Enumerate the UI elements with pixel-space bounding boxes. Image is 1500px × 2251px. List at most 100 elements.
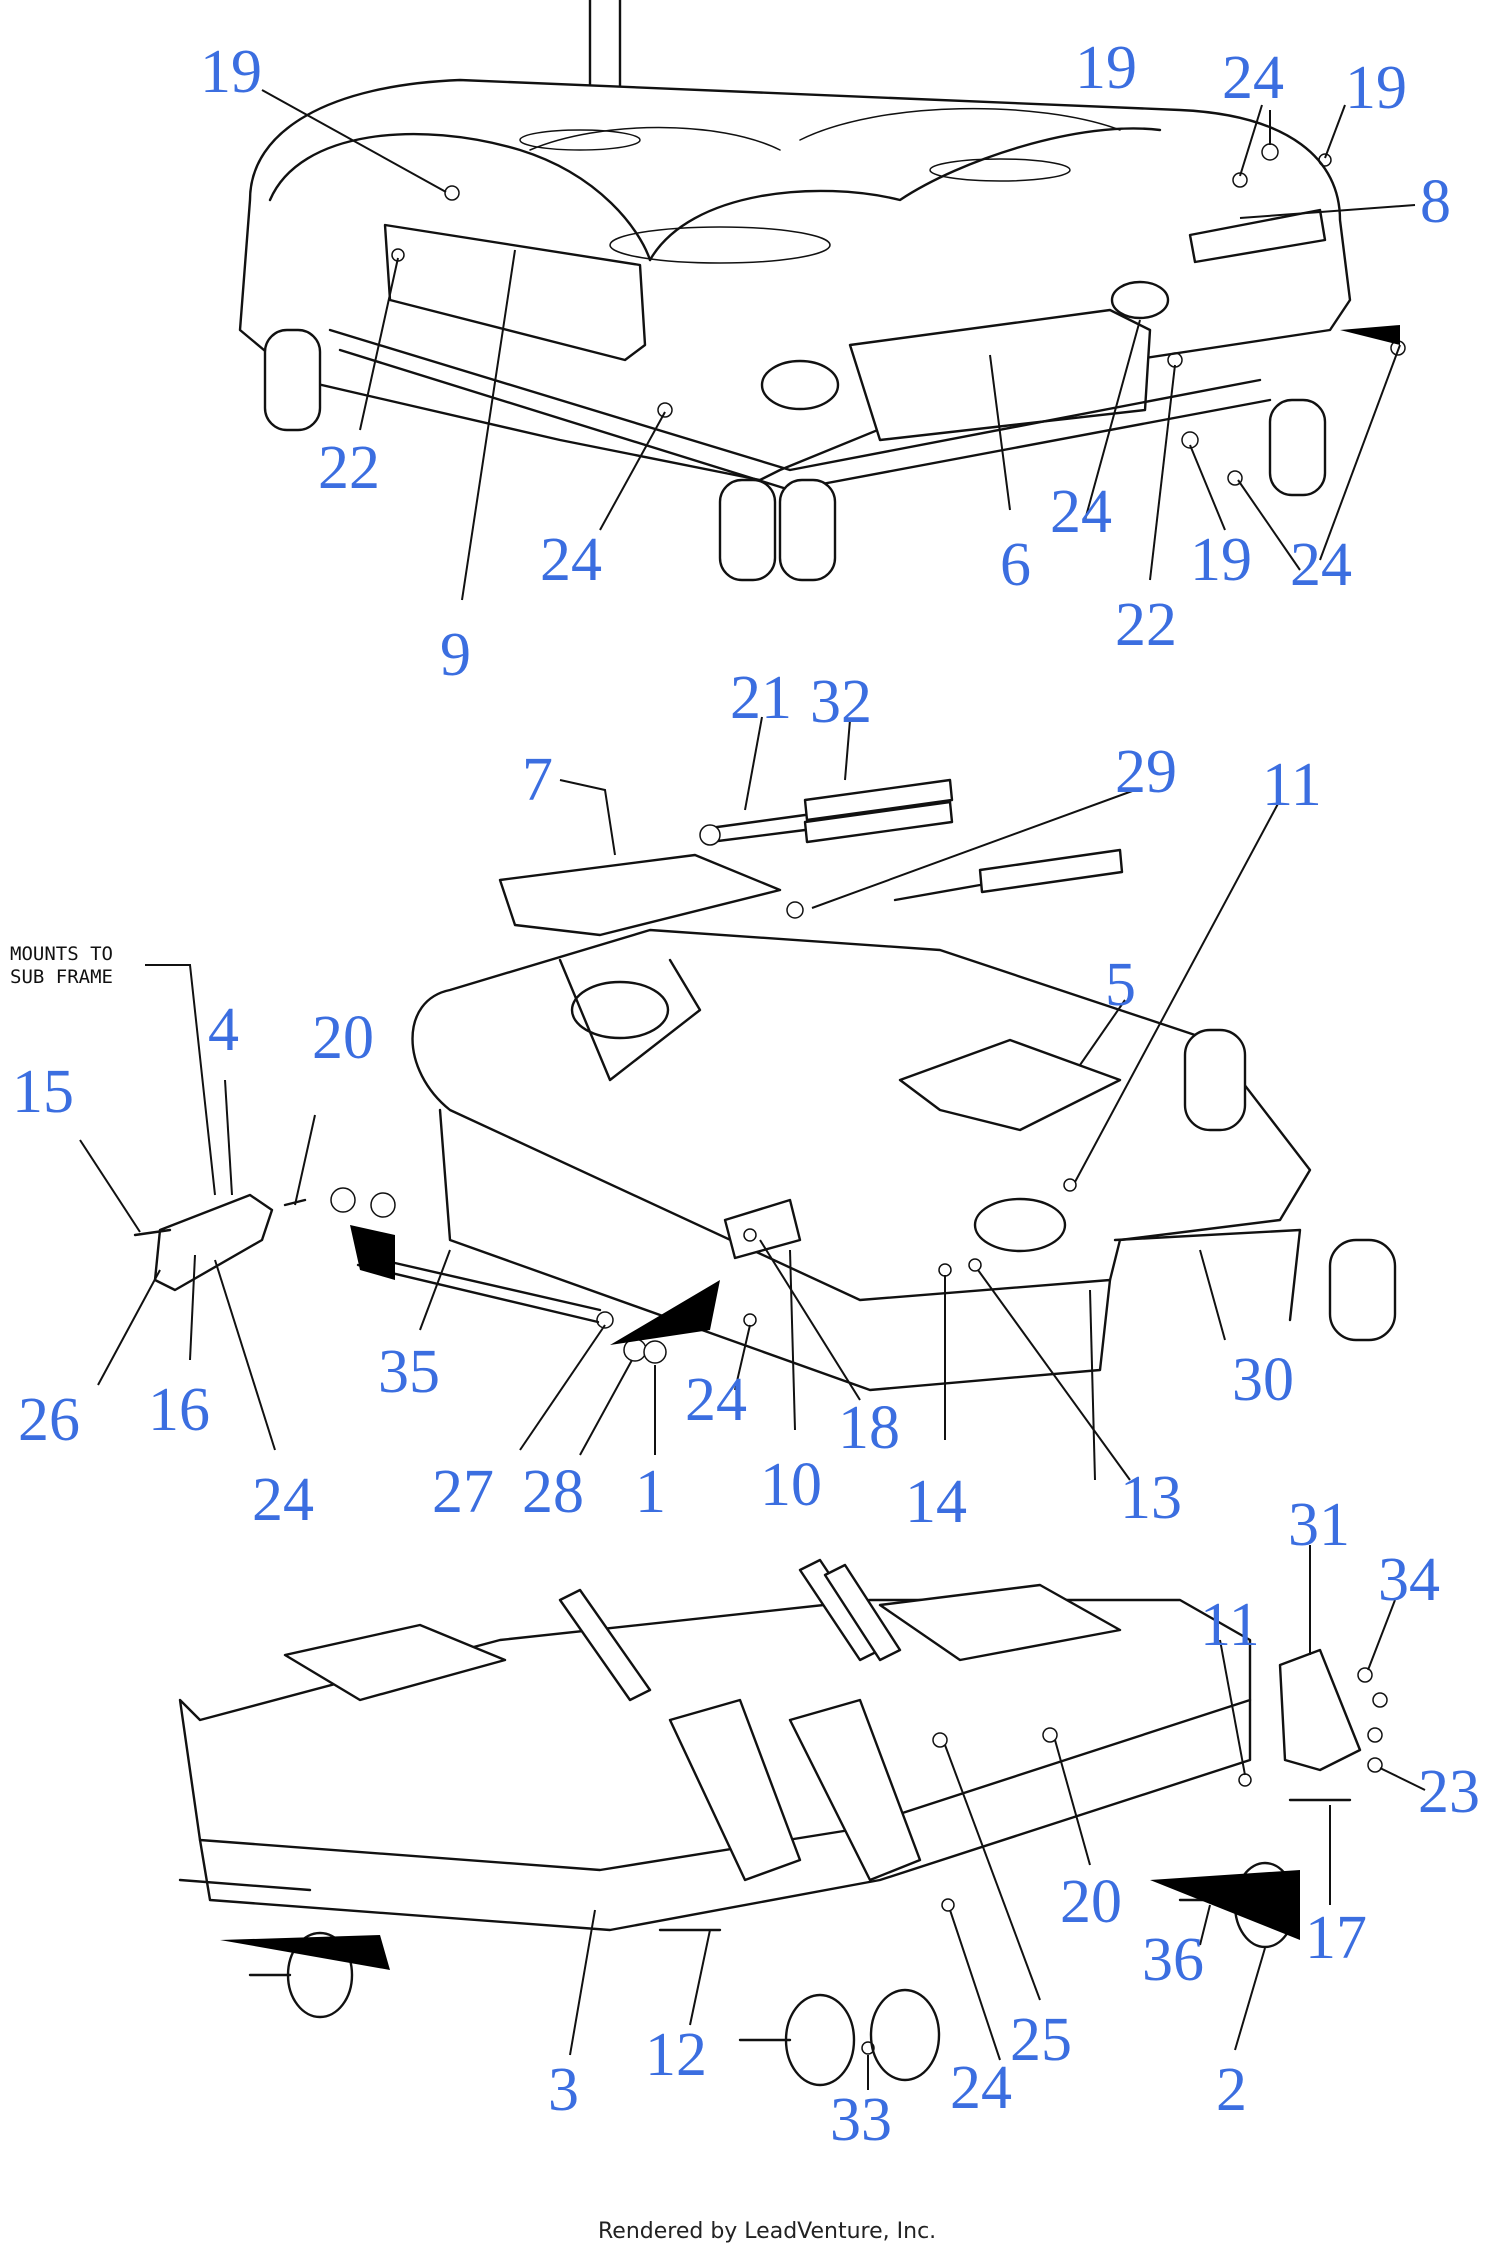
spindle-hole-center — [760, 359, 840, 411]
bracket-30 — [1113, 1228, 1302, 1322]
callout-11: 11 — [1262, 751, 1322, 819]
wheel-top-left — [263, 328, 322, 432]
callout-29: 29 — [1115, 738, 1177, 806]
plate-bottom-right — [878, 1583, 1122, 1662]
bolt-19 — [444, 185, 460, 201]
spring-right — [978, 848, 1124, 894]
bolt-20-bottom — [1042, 1727, 1058, 1743]
callout-26: 26 — [18, 1386, 80, 1454]
deck-middle-skirt — [438, 1108, 1112, 1392]
slot-left — [519, 129, 641, 151]
callout-labels-bottom: 31 34 11 23 17 2 36 20 25 24 33 12 3 — [548, 1491, 1480, 2154]
callout-7: 7 — [522, 746, 553, 814]
callout-8: 8 — [1420, 168, 1451, 236]
callout-25: 25 — [1010, 2006, 1072, 2074]
callout-2: 2 — [1216, 2056, 1247, 2124]
bolt-19d — [1181, 431, 1199, 449]
callout-20: 20 — [312, 1004, 374, 1072]
callout-24-mid-b: 24 — [685, 1366, 747, 1434]
bracket-8 — [1188, 208, 1327, 264]
bracket-10 — [723, 1198, 802, 1260]
upright-right — [788, 1698, 922, 1882]
bolt-34b — [1372, 1692, 1388, 1708]
wheel-top-center-b — [778, 478, 837, 582]
spring-bolt-right — [893, 883, 982, 902]
callout-1: 1 — [635, 1458, 666, 1526]
deck-bottom-assembly — [178, 1550, 1388, 2087]
callout-30: 30 — [1232, 1346, 1294, 1414]
deck-top-assembly — [238, 0, 1406, 582]
clip-29 — [786, 901, 804, 919]
shield-6 — [848, 308, 1152, 442]
baffle-right — [648, 127, 1162, 262]
bolt-34c — [1367, 1727, 1383, 1743]
deck-post — [588, 0, 622, 92]
spring-32b — [803, 800, 954, 844]
pin-18 — [743, 1228, 757, 1242]
wheel-top-right — [1268, 398, 1327, 497]
callout-28: 28 — [522, 1458, 584, 1526]
callout-20-bottom: 20 — [1060, 1868, 1122, 1936]
deck-middle-hole-left — [570, 980, 670, 1040]
callout-24-mid-a: 24 — [252, 1466, 314, 1534]
shield-9 — [383, 223, 647, 362]
callout-labels-top: 19 22 9 24 6 24 22 19 24 8 19 24 19 — [200, 34, 1451, 689]
baffle-left — [268, 132, 652, 262]
callout-19-d: 19 — [1345, 54, 1407, 122]
callout-22-b: 22 — [1115, 591, 1177, 659]
deck-middle-shell — [411, 928, 1312, 1302]
slot-right — [929, 158, 1071, 182]
slot-center — [609, 226, 831, 264]
deck-middle-assembly — [133, 778, 1397, 1392]
callout-24-d: 24 — [1222, 44, 1284, 112]
bracket-31 — [1278, 1648, 1362, 1772]
callout-15: 15 — [12, 1058, 74, 1126]
spacer-33 — [861, 2041, 875, 2055]
leaders-bottom — [569, 1545, 1426, 2090]
callout-22: 22 — [318, 434, 380, 502]
baffle-inner — [529, 107, 1121, 151]
callout-14: 14 — [905, 1468, 967, 1536]
leaders-top — [261, 89, 1416, 601]
nut-25 — [932, 1732, 948, 1748]
callout-10: 10 — [760, 1451, 822, 1519]
bushing-1 — [643, 1340, 667, 1364]
footer-credit: Rendered by LeadVenture, Inc. — [598, 2219, 936, 2244]
washer-27 — [596, 1311, 614, 1329]
bolt-11-bottom — [1238, 1773, 1252, 1787]
callout-6: 6 — [1000, 531, 1031, 599]
dashed-guide-mid — [350, 1225, 720, 1345]
callout-35: 35 — [378, 1338, 440, 1406]
upright-left — [668, 1698, 802, 1882]
callout-17: 17 — [1305, 1904, 1367, 1972]
callout-3: 3 — [548, 2056, 579, 2124]
deck-shell — [238, 78, 1352, 482]
callout-24-b: 24 — [1050, 478, 1112, 546]
spring-bottom-right-b — [823, 1563, 902, 1662]
bolt-11 — [1063, 1178, 1077, 1192]
callout-24: 24 — [540, 526, 602, 594]
callout-34: 34 — [1378, 1546, 1440, 1614]
leaders-middle — [79, 716, 1281, 1481]
nut-24-bottom — [941, 1898, 955, 1912]
callout-19-b: 19 — [1190, 526, 1252, 594]
bolt-22b — [1167, 352, 1183, 368]
wheel-mid-right-a — [1183, 1028, 1247, 1132]
callout-21: 21 — [730, 664, 792, 732]
wheel-mid-right-b — [1328, 1238, 1397, 1342]
callout-33: 33 — [830, 2086, 892, 2154]
bolt-15 — [133, 1228, 172, 1237]
callout-11-bottom: 11 — [1200, 1591, 1260, 1659]
callout-5: 5 — [1105, 951, 1136, 1019]
callout-36: 36 — [1142, 1926, 1204, 1994]
plate-bottom-left — [283, 1623, 507, 1702]
callout-31: 31 — [1288, 1491, 1350, 1559]
bolt-34 — [1357, 1667, 1373, 1683]
bushing-b — [370, 1192, 396, 1218]
plate-5 — [898, 1038, 1122, 1132]
note-line2: SUB FRAME — [10, 966, 113, 988]
bolt-21-head — [699, 824, 721, 846]
mount-note: MOUNTS TO SUB FRAME — [10, 943, 216, 1196]
